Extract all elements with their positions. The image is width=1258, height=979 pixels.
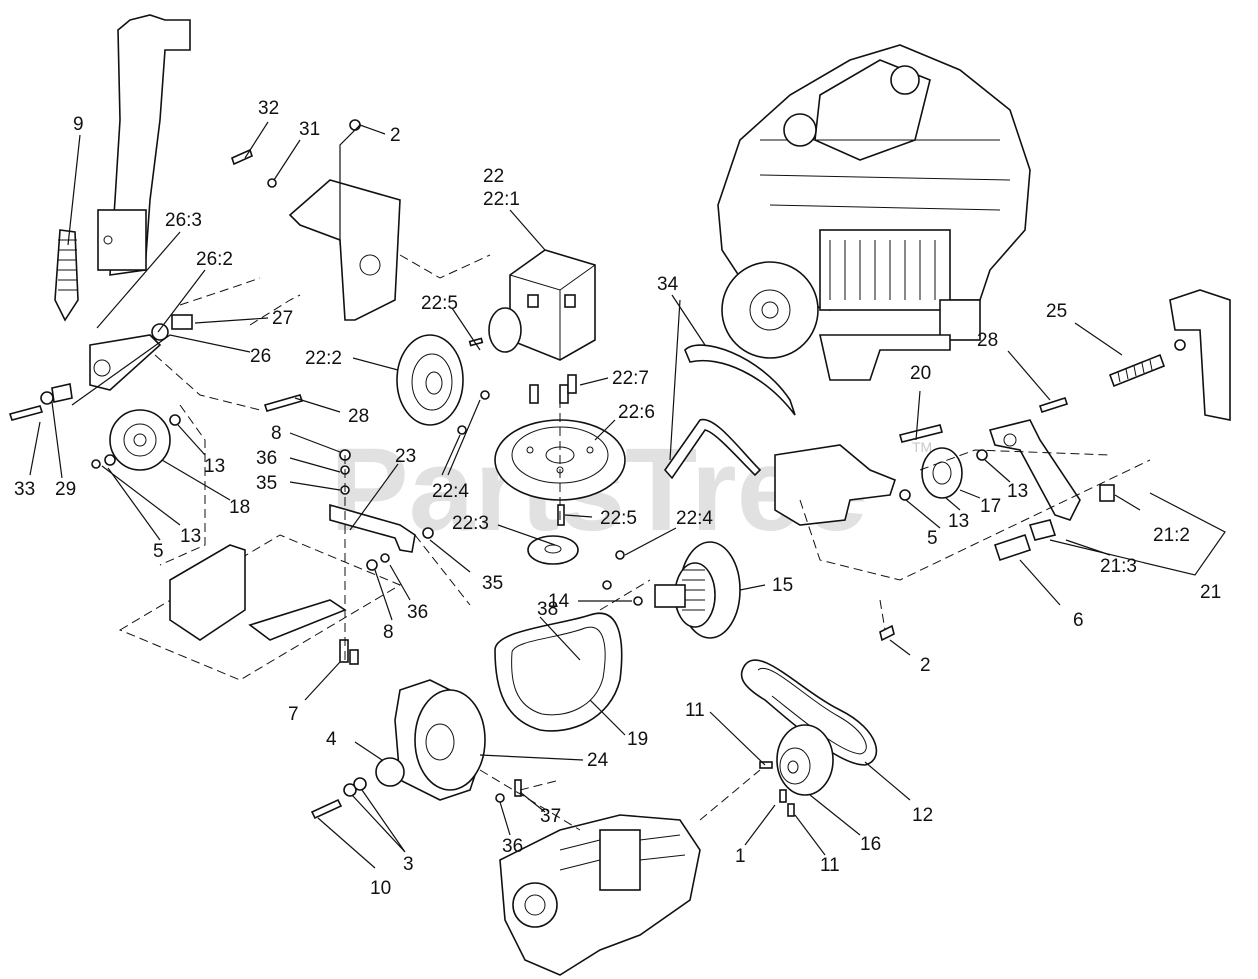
label-32: 32: [258, 98, 279, 119]
label-37: 37: [540, 806, 561, 827]
leader-lines: [29, 121, 1226, 869]
label-24: 24: [587, 750, 609, 771]
label-13-b: 13: [180, 526, 201, 547]
label-10: 10: [370, 878, 391, 899]
callout-labels: 9 32 31 2 22 22:1 26:3 26:2 27 26 22:5 2…: [14, 98, 1221, 899]
label-2-bottom: 2: [920, 655, 931, 676]
label-13-c: 13: [1007, 481, 1028, 502]
label-11-b: 11: [820, 855, 840, 876]
label-9: 9: [73, 114, 84, 135]
label-4: 4: [326, 729, 337, 750]
label-22-3: 22:3: [452, 513, 489, 534]
label-36-top: 36: [256, 448, 277, 469]
label-38: 38: [537, 599, 558, 620]
label-33: 33: [14, 479, 35, 500]
label-27: 27: [272, 308, 293, 329]
label-22-4-a: 22:4: [432, 481, 469, 502]
label-34: 34: [657, 274, 679, 295]
pulley-16: [759, 724, 834, 817]
engine: [717, 44, 1031, 381]
label-26-2: 26:2: [196, 249, 233, 270]
label-7: 7: [288, 704, 299, 725]
pulley-24: [310, 679, 522, 820]
label-22-2: 22:2: [305, 348, 342, 369]
label-21-2: 21:2: [1153, 525, 1190, 546]
label-13-a: 13: [204, 456, 225, 477]
label-15: 15: [772, 575, 793, 596]
label-5-right: 5: [927, 528, 938, 549]
clutch-15: [633, 541, 741, 639]
label-14: 14: [548, 591, 570, 612]
label-22-1: 22:1: [483, 189, 520, 210]
label-29: 29: [55, 479, 76, 500]
hydro-pump: [499, 814, 701, 976]
label-35-top: 35: [256, 473, 277, 494]
label-31: 31: [299, 119, 320, 140]
label-16: 16: [860, 834, 881, 855]
right-idler-bracket: [774, 289, 1231, 642]
label-20: 20: [910, 363, 931, 384]
label-22: 22: [483, 166, 504, 187]
label-19: 19: [627, 729, 648, 750]
label-22-6: 22:6: [618, 402, 655, 423]
label-22-5-mid: 22:5: [600, 508, 637, 529]
label-18: 18: [229, 497, 250, 518]
label-3: 3: [403, 854, 414, 875]
idler-arm-left: [8, 314, 304, 421]
label-1: 1: [735, 846, 746, 867]
label-26: 26: [250, 346, 271, 367]
label-21: 21: [1200, 582, 1221, 603]
gearbox-bracket: [231, 119, 401, 321]
base-plate: [118, 534, 402, 681]
label-13-d: 13: [948, 511, 969, 532]
label-22-4-b: 22:4: [676, 508, 713, 529]
label-8-mid: 8: [383, 622, 394, 643]
label-22-5-top: 22:5: [421, 293, 458, 314]
watermark-tm: TM: [912, 439, 932, 455]
idler-pulley-18: [91, 409, 181, 471]
label-35-mid: 35: [482, 573, 503, 594]
label-17: 17: [980, 496, 1001, 517]
label-8-top: 8: [271, 423, 282, 444]
pulley-22-2: [396, 334, 490, 435]
label-22-7: 22:7: [612, 368, 649, 389]
label-11-a: 11: [685, 700, 705, 721]
gearbox: [468, 249, 596, 361]
label-23: 23: [395, 446, 416, 467]
label-21-3: 21:3: [1100, 556, 1137, 577]
label-6: 6: [1073, 610, 1084, 631]
label-25: 25: [1046, 301, 1067, 322]
label-2-top: 2: [390, 125, 401, 146]
label-28-left: 28: [348, 406, 369, 427]
label-12: 12: [912, 805, 933, 826]
bracket-23: [329, 449, 434, 571]
label-28-right: 28: [977, 330, 998, 351]
label-5-left: 5: [153, 541, 164, 562]
label-36-mid: 36: [407, 602, 428, 623]
label-36-bottom: 36: [502, 836, 523, 857]
label-26-3: 26:3: [165, 210, 202, 231]
left-lever: [54, 14, 191, 322]
belt-34: [663, 344, 796, 480]
